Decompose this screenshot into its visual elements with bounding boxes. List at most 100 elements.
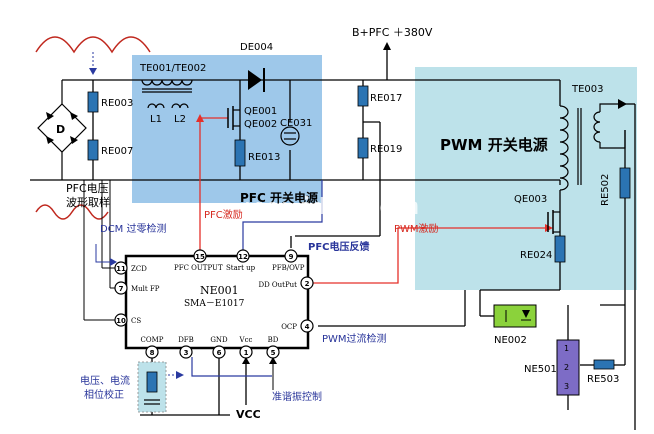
sample-waveform — [35, 204, 109, 220]
label-ne002: NE002 — [494, 335, 527, 346]
label-re024: RE024 — [520, 250, 552, 261]
resistor-re017 — [357, 85, 369, 107]
label-qe003: QE003 — [514, 194, 547, 205]
ic-pin-label: PFC OUTPUT — [174, 264, 223, 272]
signal-wiring — [95, 114, 553, 390]
label-re013: RE013 — [248, 152, 280, 163]
ic-pin-1 — [239, 345, 253, 359]
ic-name: NE001 — [200, 284, 239, 297]
label-de004: DE004 — [240, 42, 273, 53]
ic-pin-number: 8 — [150, 349, 155, 357]
ic-left-wiring — [83, 180, 116, 321]
ic-pin-number: 2 — [305, 280, 310, 288]
resistor-re003 — [87, 91, 99, 113]
label-qe002: QE002 — [244, 119, 277, 130]
resistor-re013 — [234, 139, 246, 167]
label-vc-correct: 电压、电流 — [80, 374, 130, 387]
label-pfc-drive: PFC激励 — [204, 208, 243, 221]
label-l1: L1 — [150, 114, 162, 125]
label-vc-correct-2: 相位校正 — [84, 388, 124, 401]
ic-pin-8 — [145, 345, 159, 359]
ic-pin-label: ZCD — [131, 265, 147, 273]
regulator-ne501: 1 2 3 NE501 — [524, 339, 580, 396]
ic-pin-2 — [300, 276, 314, 290]
label-l2: L2 — [174, 114, 186, 125]
label-pwm-ocp: PWM过流检测 — [322, 332, 387, 345]
ic-pin-number: 4 — [305, 323, 310, 331]
label-pfc-sample-2: 波形取样 — [66, 195, 110, 209]
ne501-pin1: 1 — [564, 344, 569, 353]
ic-pin-9 — [284, 249, 298, 263]
resistor-re019 — [357, 137, 369, 159]
ic-pin-number: 10 — [116, 317, 126, 325]
ic-pin-number: 9 — [289, 253, 294, 261]
ic-pin-label: Vcc — [239, 336, 253, 344]
label-pwm-drive: PWM激励 — [394, 222, 439, 235]
resistor-re502 — [619, 167, 631, 199]
ic-pin-label: Start up — [226, 264, 256, 272]
label-ce031: CE031 — [280, 118, 312, 129]
label-dcm: DCM 过零检测 — [100, 222, 167, 235]
compensation-network — [137, 361, 167, 413]
resistor-re503 — [593, 359, 615, 370]
watermark: www.jdwxs.com — [246, 195, 418, 220]
ic-pin-number: 5 — [271, 349, 276, 357]
ic-pin-number: 3 — [184, 349, 189, 357]
label-standby: 准谐振控制 — [272, 390, 322, 403]
ic-pin-12 — [236, 249, 250, 263]
ic-pin-5 — [266, 345, 280, 359]
bridge-rectifier: D — [37, 80, 87, 180]
ic-pin-number: 12 — [238, 253, 248, 261]
pfc-region — [132, 55, 322, 203]
ic-pin-label: GND — [210, 336, 228, 344]
label-re019: RE019 — [370, 144, 402, 155]
pfc-transformer: TE001/TE002 L1 L2 — [139, 63, 206, 125]
pwm-title: PWM 开关电源 — [440, 136, 548, 154]
mosfet-qe001: QE001 QE002 — [227, 106, 277, 130]
label-te001: TE001/TE002 — [139, 63, 206, 74]
ic-pin-4 — [300, 319, 314, 333]
label-te003: TE003 — [571, 84, 604, 95]
ic-pin-label: COMP — [141, 336, 164, 344]
label-vcc: VCC — [236, 408, 261, 421]
label-qe001: QE001 — [244, 106, 277, 117]
label-re502: RE502 — [600, 174, 611, 206]
mosfet-qe003: QE003 — [514, 194, 560, 234]
rail-label: B+PFC ＋380V — [352, 26, 433, 39]
label-re003: RE003 — [101, 98, 133, 109]
ic-pin-number: 11 — [116, 265, 126, 273]
pwm-transformer: TE003 — [559, 84, 627, 191]
ic-pin-10 — [114, 313, 128, 327]
ic-pin-label: OCP — [281, 323, 297, 331]
rectified-waveform — [35, 36, 151, 54]
ic-pin-15 — [193, 249, 207, 263]
ic-pin-number: 7 — [119, 285, 124, 293]
bridge-label: D — [56, 123, 65, 136]
label-re017: RE017 — [370, 93, 402, 104]
ic-pin-label: DD OutPut — [258, 281, 297, 289]
label-ne501: NE501 — [524, 364, 557, 375]
ic-model: SMA－E1017 — [184, 299, 245, 309]
ic-pin-label: Mult FP — [131, 285, 160, 293]
pfc-title: PFC 开关电源 — [240, 190, 318, 205]
ne501-pin2: 2 — [564, 363, 569, 372]
ic-pin-label: BD — [268, 336, 279, 344]
resistor-re007 — [87, 139, 99, 161]
ic-pin-number: 1 — [244, 349, 249, 357]
optocoupler-ne002: NE002 — [493, 304, 537, 346]
ic-pin-6 — [212, 345, 226, 359]
arrow-head-waveform — [89, 68, 97, 75]
ne501-pin3: 3 — [564, 382, 569, 391]
ic-pin-number: 15 — [195, 253, 205, 261]
ic-pin-label: PFB/OVP — [272, 264, 305, 272]
ic-pin-7 — [114, 281, 128, 295]
label-re503: RE503 — [587, 374, 619, 385]
ic-pin-3 — [179, 345, 193, 359]
ic-ne001: NE001 SMA－E1017 — [124, 254, 310, 350]
ic-pin-label: CS — [131, 317, 141, 325]
label-pfc-feedback: PFC电压反馈 — [308, 240, 370, 253]
ic-pin-11 — [114, 261, 128, 275]
resistor-re024 — [554, 235, 566, 263]
